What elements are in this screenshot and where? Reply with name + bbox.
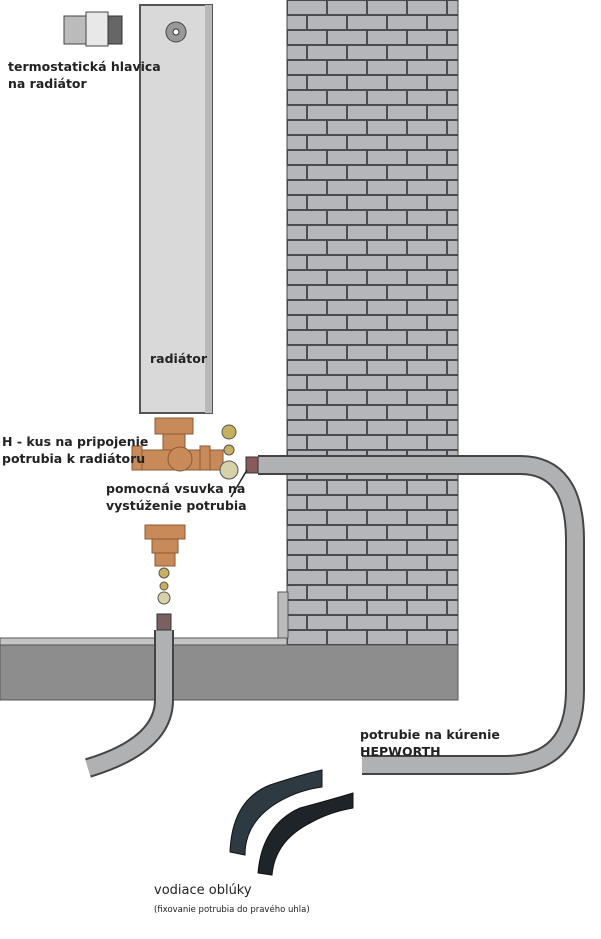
- h-piece-fitting: [131, 417, 224, 472]
- label-bends-note: (fixovanie potrubia do pravého uhla): [154, 905, 310, 915]
- pipe-insert: [245, 456, 259, 474]
- guide-bend-2: [257, 792, 354, 876]
- compression-fittings: [157, 424, 239, 605]
- label-pipe-line1: potrubie na kúrenie: [360, 727, 500, 742]
- floor-slab: [0, 644, 459, 701]
- guide-bend-1: [229, 769, 323, 856]
- label-thermostat-line1: termostatická hlavica: [8, 59, 161, 74]
- label-insert-line2: vystúženie potrubia: [106, 498, 247, 513]
- label-insert-line1: pomocná vsuvka na: [106, 481, 246, 496]
- label-h-piece: H - kus na pripojenie potrubia k radiáto…: [2, 433, 148, 467]
- label-pipe: potrubie na kúrenie HEPWORTH: [360, 726, 500, 760]
- label-bends: vodiace oblúky: [154, 883, 252, 898]
- pointer-line: [230, 469, 248, 498]
- label-radiator: radiátor: [150, 351, 207, 366]
- thermostat-head-icon: [63, 11, 123, 47]
- brick-wall: [286, 0, 459, 646]
- label-h-piece-line2: potrubia k radiátoru: [2, 451, 146, 466]
- label-thermostat: termostatická hlavica na radiátor: [8, 58, 161, 92]
- label-pipe-line2: HEPWORTH: [360, 744, 441, 759]
- wall-plate: [277, 591, 289, 639]
- label-thermostat-line2: na radiátor: [8, 76, 87, 91]
- label-h-piece-line1: H - kus na pripojenie: [2, 434, 149, 449]
- lower-fitting: [144, 524, 186, 567]
- label-insert: pomocná vsuvka na vystúženie potrubia: [106, 480, 247, 514]
- radiator: [139, 4, 213, 414]
